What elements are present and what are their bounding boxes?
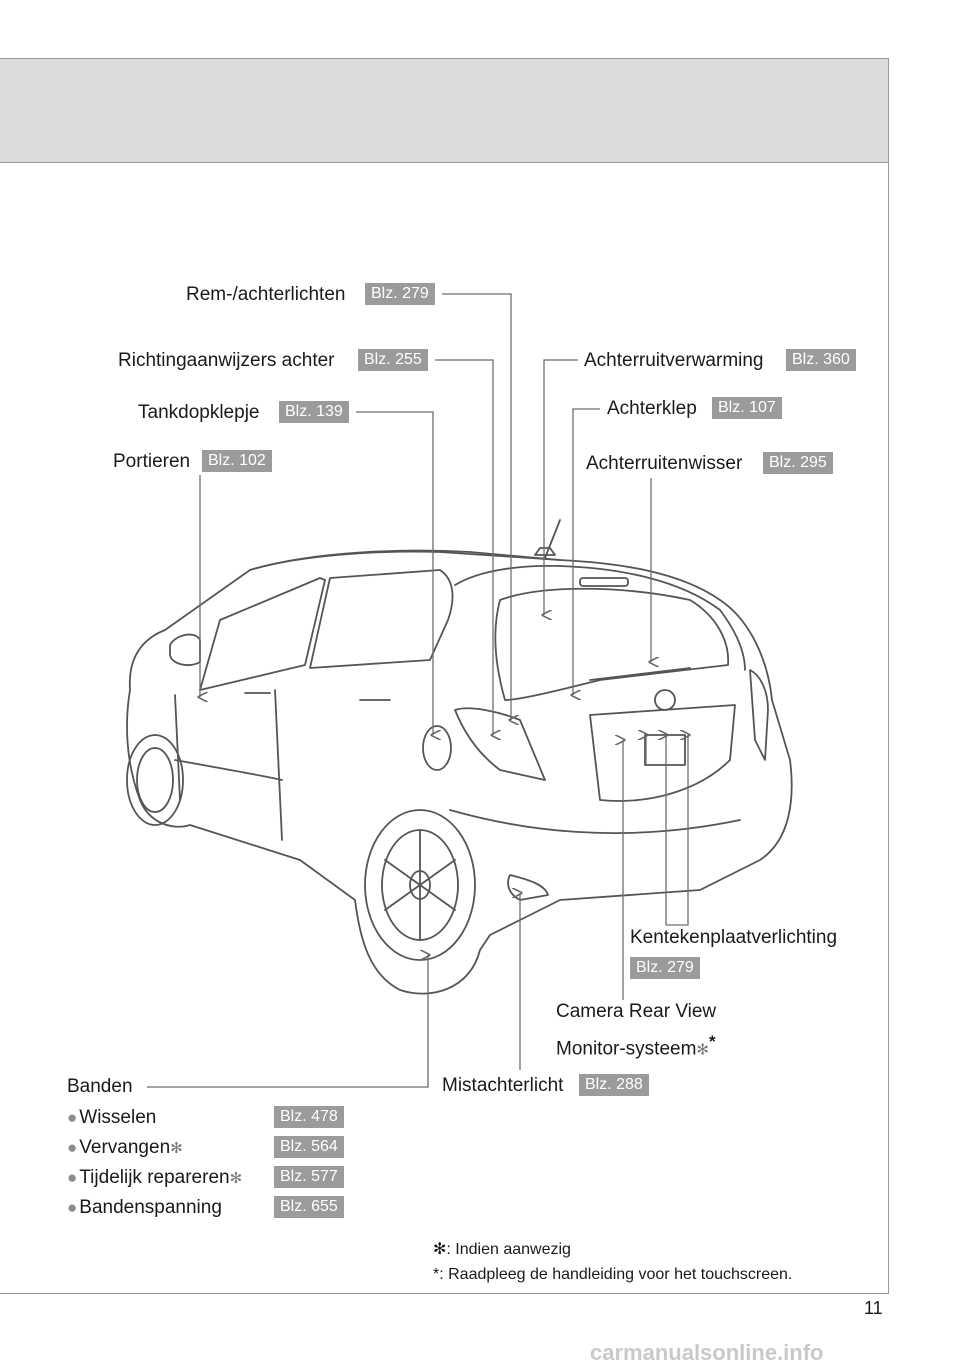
label-camera-line1: Camera Rear View xyxy=(556,1001,717,1022)
label-tankdopklepje: Tankdopklepje xyxy=(138,402,260,423)
page-number: 11 xyxy=(864,1298,883,1318)
banden-item-label: Vervangen xyxy=(79,1137,171,1158)
label-portieren: Portieren xyxy=(113,451,191,472)
bullet-icon: ● xyxy=(67,1108,78,1127)
leader-achterklep xyxy=(573,408,600,695)
watermark: carmanualsonline.info xyxy=(590,1340,824,1365)
label-mistachterlicht: Mistachterlicht xyxy=(442,1075,564,1096)
banden-item-label: Bandenspanning xyxy=(79,1197,222,1218)
leader-tankdop xyxy=(356,411,433,735)
badge-richtingaanwijzers[interactable]: Blz. 255 xyxy=(358,349,428,371)
leader-kenteken-2 xyxy=(666,735,688,926)
banden-item-label: Wisselen xyxy=(79,1107,157,1128)
footnote-touchscreen: *: Raadpleeg de handleiding voor het tou… xyxy=(433,1266,793,1283)
label-richtingaanwijzers: Richtingaanwijzers achter xyxy=(118,350,335,371)
badge-vervangen[interactable]: Blz. 564 xyxy=(274,1136,344,1158)
banden-item-tijdelijk-repareren: ●Tijdelijk repareren✻ xyxy=(67,1166,242,1191)
badge-tankdopklepje[interactable]: Blz. 139 xyxy=(279,401,349,423)
label-achterklep: Achterklep xyxy=(607,398,697,419)
badge-achterklep[interactable]: Blz. 107 xyxy=(712,397,782,419)
footnote-optional: ✻: Indien aanwezig xyxy=(433,1241,571,1258)
label-achterruitenwisser: Achterruitenwisser xyxy=(586,453,743,474)
badge-rem-achterlichten[interactable]: Blz. 279 xyxy=(365,283,435,305)
banden-item-bandenspanning: ●Bandenspanning xyxy=(67,1196,222,1221)
leader-rem xyxy=(442,293,511,720)
label-kentekenplaatverlichting: Kentekenplaatverlichting xyxy=(630,927,838,948)
camera-label-text: Monitor-systeem xyxy=(556,1038,697,1060)
frame-border-right xyxy=(888,58,889,1293)
leader-richting xyxy=(435,359,493,735)
bullet-icon: ● xyxy=(67,1168,78,1187)
badge-wisselen[interactable]: Blz. 478 xyxy=(274,1106,344,1128)
badge-achterruitverwarming[interactable]: Blz. 360 xyxy=(786,349,856,371)
label-rem-achterlichten: Rem-/achterlichten xyxy=(186,284,346,305)
optional-asterisk-icon: ✻ xyxy=(229,1170,243,1187)
banden-item-wisselen: ●Wisselen xyxy=(67,1106,156,1131)
badge-kentekenplaatverlichting[interactable]: Blz. 279 xyxy=(630,957,700,979)
banden-item-label: Tijdelijk repareren xyxy=(79,1167,230,1188)
label-achterruitverwarming: Achterruitverwarming xyxy=(584,350,764,371)
label-camera-line2: Monitor-systeem✻* xyxy=(556,1030,716,1062)
badge-tijdelijk-repareren[interactable]: Blz. 577 xyxy=(274,1166,344,1188)
badge-portieren[interactable]: Blz. 102 xyxy=(202,450,272,472)
header-band xyxy=(0,58,889,163)
leader-banden xyxy=(147,955,428,1088)
badge-achterruitenwisser[interactable]: Blz. 295 xyxy=(763,452,833,474)
badge-bandenspanning[interactable]: Blz. 655 xyxy=(274,1196,344,1218)
frame-border-bottom xyxy=(0,1293,889,1294)
bullet-icon: ● xyxy=(67,1198,78,1217)
banden-item-vervangen: ●Vervangen✻ xyxy=(67,1136,183,1161)
touchscreen-asterisk-icon: * xyxy=(709,1032,716,1051)
leader-verwarming xyxy=(544,359,578,615)
optional-asterisk-icon: ✻ xyxy=(170,1140,183,1157)
badge-mistachterlicht[interactable]: Blz. 288 xyxy=(579,1074,649,1096)
banden-title: Banden xyxy=(67,1076,133,1097)
bullet-icon: ● xyxy=(67,1138,78,1157)
optional-asterisk-icon: ✻ xyxy=(696,1041,709,1059)
